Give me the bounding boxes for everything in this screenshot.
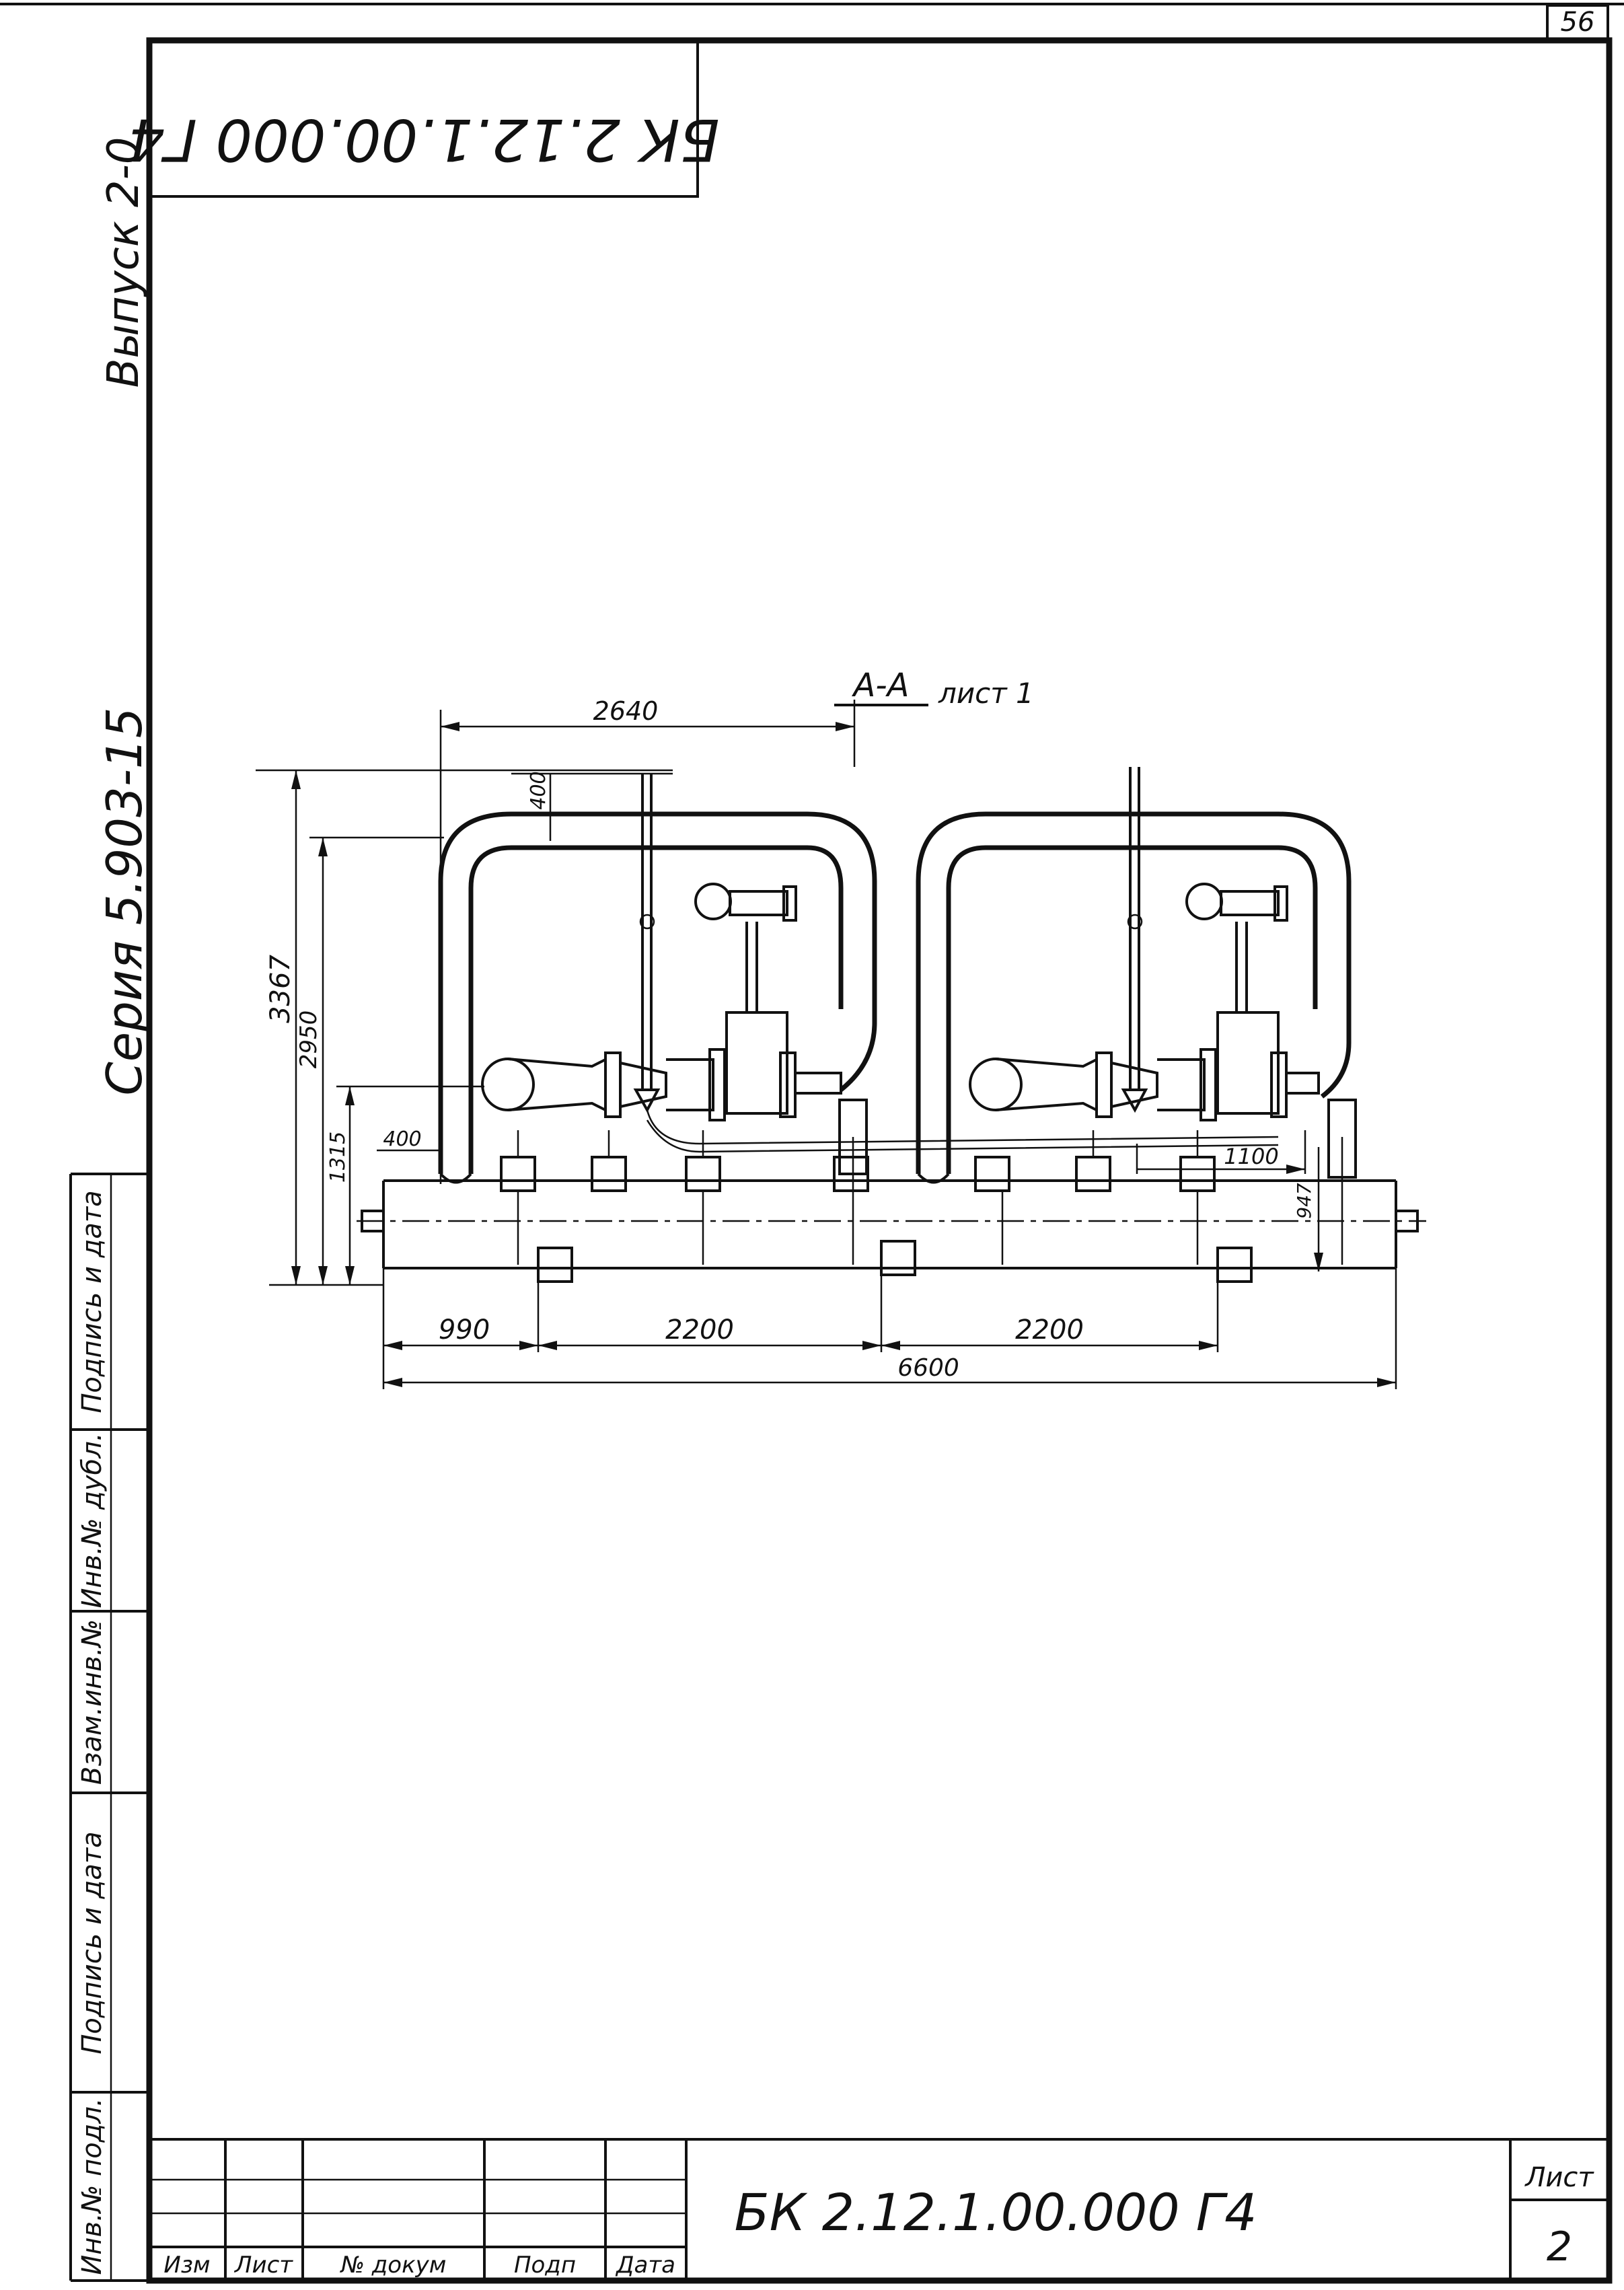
- support-brackets: [500, 1130, 1216, 1265]
- col-signature: Подп: [514, 2252, 576, 2279]
- stamp-field-sign-date-2: Подпись и дата: [77, 1190, 108, 1413]
- col-date: Дата: [615, 2252, 675, 2279]
- doc-code: БК 2.12.1.00.000 Г4: [735, 2182, 1257, 2242]
- series-label: Серия 5.903-15: [96, 708, 153, 1096]
- pump-unit-1: [438, 774, 1279, 1265]
- col-doc-number: № докум: [340, 2252, 447, 2279]
- section-name: А-А: [852, 667, 910, 704]
- dim-1100: 1100: [1224, 1144, 1278, 1169]
- dim-1315: 1315: [326, 1132, 350, 1183]
- mirrored-code: БК 2.12.1.00.000 Г4: [128, 106, 719, 173]
- dim-947: 947: [1293, 1183, 1315, 1219]
- dim-2950: 2950: [295, 1010, 322, 1069]
- foundation-blocks: [537, 1240, 1253, 1283]
- col-sheet: Лист: [233, 2252, 293, 2279]
- sheet-label: Лист: [1524, 2162, 1594, 2193]
- dim-400-top: 400: [527, 771, 550, 809]
- left-stamp: Инв.№ подл. Подпись и дата Взам.инв.№ Ин…: [71, 1174, 151, 2281]
- dim-990: 990: [439, 1315, 490, 1345]
- stamp-field-replaced: Взам.инв.№: [77, 1619, 108, 1785]
- stamp-field-original: Инв.№ подл.: [77, 2098, 108, 2275]
- dim-2640: 2640: [593, 696, 659, 726]
- sheet-frame: [0, 3, 1624, 2284]
- corner-number-box: 56: [1546, 4, 1609, 40]
- mirrored-code-box: БК 2.12.1.00.000 Г4: [128, 40, 720, 198]
- issue-label: Выпуск 2-0: [99, 137, 149, 388]
- dim-2200-b: 2200: [1015, 1315, 1084, 1345]
- dim-400-bottom: 400: [383, 1128, 421, 1151]
- title-block: Изм Лист № докум Подп Дата БК 2.12.1.00.…: [149, 2138, 1609, 2281]
- pipeline-drawing: 2640 400 3367 2950 1315 400 1100 947 990…: [256, 696, 1426, 1389]
- col-revision: Изм: [163, 2252, 210, 2279]
- section-label: А-А лист 1: [834, 667, 1034, 710]
- pump-unit-2: [916, 767, 1357, 1265]
- base-frame: [357, 1179, 1426, 1269]
- dim-2200-a: 2200: [665, 1315, 734, 1345]
- dimension-lines: [256, 700, 1397, 1389]
- dim-3367: 3367: [265, 955, 296, 1023]
- stamp-field-sign-date-1: Подпись и дата: [77, 1831, 108, 2054]
- stamp-field-duplicate: Инв.№ дубл.: [77, 1433, 108, 1609]
- dim-6600: 6600: [897, 1354, 959, 1382]
- dimension-texts: 2640 400 3367 2950 1315 400 1100 947 990…: [265, 696, 1315, 1382]
- corner-number: 56: [1561, 7, 1595, 38]
- sheet-number: 2: [1547, 2223, 1572, 2270]
- section-sheet-ref: лист 1: [938, 677, 1034, 710]
